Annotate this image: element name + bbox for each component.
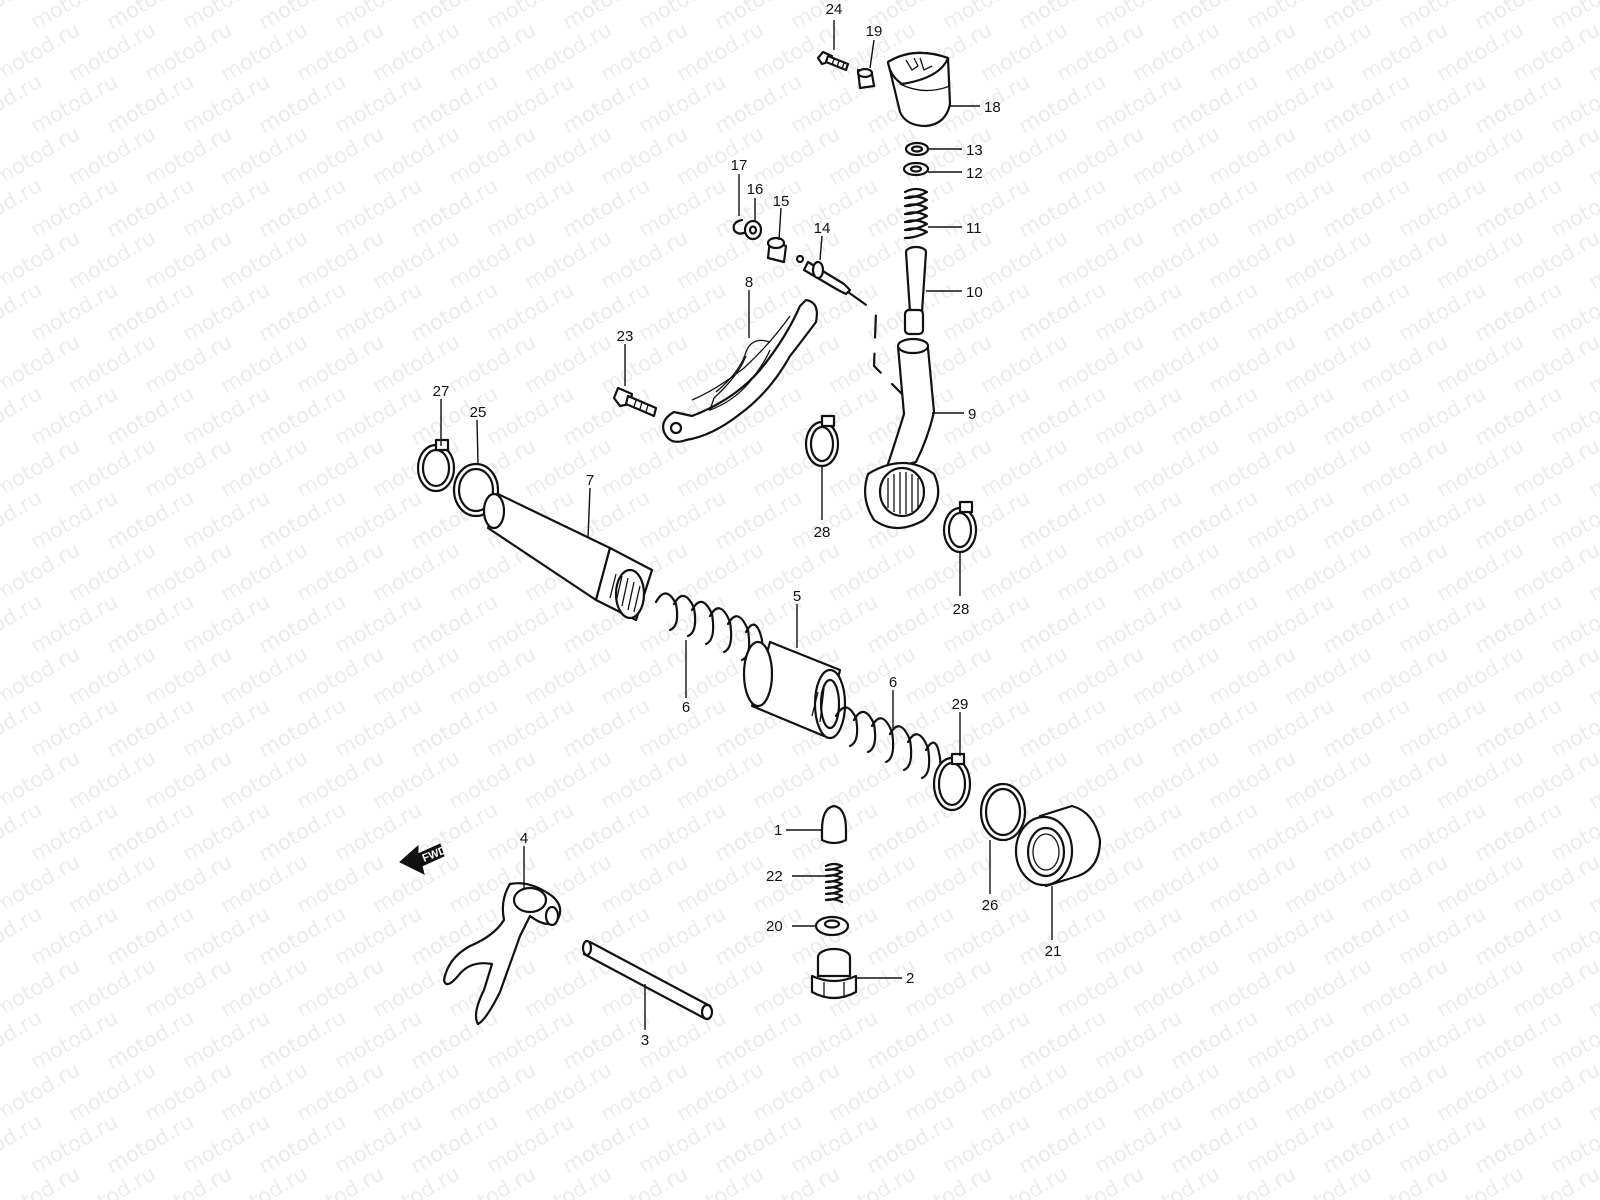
part-28-circlip-b [942,500,978,554]
part-15-collar [766,236,788,264]
part-17-e-clip [732,218,748,235]
part-11-spring [903,187,929,240]
part-3-fork-shaft [581,939,714,1021]
callout-28-a: 28 [814,524,831,541]
alignment-line [846,290,904,396]
part-21-oil-seal [1014,804,1102,888]
part-25-ring [452,462,500,518]
callout-11: 11 [966,220,982,237]
callout-7: 7 [586,472,594,489]
part-4-shift-fork [442,882,562,1026]
callout-26: 26 [982,897,999,914]
part-1-cap [820,804,848,845]
part-29-circlip [932,752,972,812]
part-13-washer [904,141,930,157]
part-20-washer [814,915,850,937]
part-14-pin [795,254,852,296]
part-16-washer [743,219,763,241]
callout-5: 5 [793,588,801,605]
callout-17: 17 [731,157,748,174]
part-18-shift-knob [886,51,952,128]
part-5-sleeve [742,640,847,740]
callout-9: 9 [968,406,976,423]
callout-18: 18 [984,99,1001,116]
part-9-shift-lever [863,337,940,530]
callout-23: 23 [617,328,634,345]
leader-lines [440,20,1053,1030]
callout-1: 1 [774,822,782,839]
part-6-spring-upper [654,592,764,668]
part-6-spring-lower [834,706,942,786]
part-7-gearshift-shaft [482,492,654,622]
part-22-spring [824,862,844,904]
callout-8: 8 [745,274,753,291]
part-26-ring [979,782,1027,842]
part-24-bolt [816,50,850,72]
callout-20: 20 [766,918,783,935]
callout-4: 4 [520,830,528,847]
part-27-circlip [416,438,456,493]
part-23-bolt [612,386,658,418]
callout-14: 14 [814,220,831,237]
callout-10: 10 [966,284,983,301]
callout-15: 15 [773,193,790,210]
callout-28-b: 28 [953,601,970,618]
callout-19: 19 [866,23,883,40]
callout-6-b: 6 [889,674,897,691]
part-12-washer [902,161,930,177]
callout-24: 24 [826,1,843,18]
part-19-collar [856,67,876,90]
callout-27: 27 [433,383,450,400]
callout-21: 21 [1045,943,1062,960]
part-8-selector-plate [662,298,818,443]
callout-labels: 24 19 18 13 12 11 10 17 16 15 14 8 23 27… [433,1,1062,1049]
part-28-circlip-a [804,414,840,468]
callout-13: 13 [966,142,983,159]
callout-12: 12 [966,165,983,182]
part-10-lever-shaft [903,245,928,336]
callout-16: 16 [747,181,764,198]
callout-2: 2 [906,970,914,987]
callout-6-a: 6 [682,699,690,716]
callout-29: 29 [952,696,969,713]
part-2-plug [810,947,858,1000]
callout-22: 22 [766,868,783,885]
callout-25: 25 [470,404,487,421]
callout-3: 3 [641,1032,649,1049]
